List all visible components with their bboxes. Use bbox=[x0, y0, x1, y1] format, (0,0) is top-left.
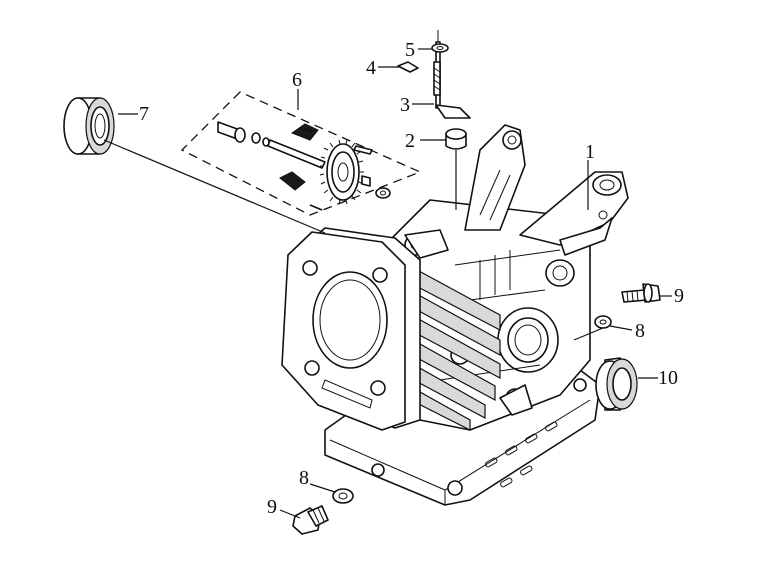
part-3-governor-shaft bbox=[435, 30, 471, 119]
base-slots bbox=[485, 421, 558, 488]
callout-8-upper: 8 bbox=[635, 320, 645, 342]
part-4-pin bbox=[397, 61, 441, 96]
callout-8-lower: 8 bbox=[299, 467, 309, 489]
governor-bracket bbox=[464, 124, 629, 256]
part-7-bearing bbox=[63, 97, 115, 155]
callout-3: 3 bbox=[400, 94, 410, 116]
part-2-bushing bbox=[445, 128, 467, 150]
callout-1: 1 bbox=[585, 141, 595, 163]
cylinder-with-fins bbox=[281, 227, 501, 431]
leader-lines bbox=[103, 48, 672, 519]
callout-4: 4 bbox=[366, 57, 376, 79]
callout-7: 7 bbox=[139, 103, 149, 125]
part-10-oil-seal bbox=[595, 357, 638, 411]
callout-2: 2 bbox=[405, 130, 415, 152]
part-8-washer-lower bbox=[332, 488, 354, 504]
callout-9-lower: 9 bbox=[267, 496, 277, 518]
part-8-washer-upper bbox=[594, 315, 612, 329]
callout-10: 10 bbox=[658, 367, 678, 389]
callout-5: 5 bbox=[405, 39, 415, 61]
governor-gear bbox=[319, 139, 364, 205]
part-9-bolt-upper bbox=[621, 283, 661, 303]
callout-6: 6 bbox=[292, 69, 302, 91]
part-6-governor-gear-assembly bbox=[180, 91, 422, 216]
callout-9-upper: 9 bbox=[674, 285, 684, 307]
part-9-bolt-lower bbox=[292, 505, 329, 535]
part-5-washer bbox=[431, 43, 449, 53]
callout-labels: 1 2 3 4 5 6 7 8 8 9 9 10 bbox=[139, 39, 684, 518]
